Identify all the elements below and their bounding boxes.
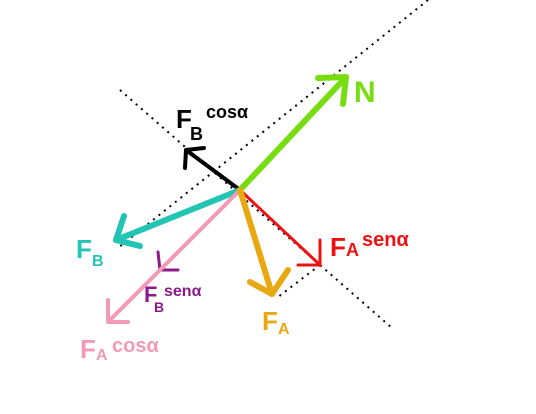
normal-label: N: [354, 76, 376, 109]
svg-text:F: F: [76, 234, 92, 264]
svg-text:F: F: [144, 282, 157, 307]
fa-cos-arrow: [106, 188, 242, 324]
fb-label: F B: [76, 234, 104, 270]
svg-text:senα: senα: [164, 283, 202, 300]
svg-text:B: B: [92, 253, 104, 270]
fa-sin-label: F A senα: [330, 229, 409, 262]
fb-arrow: [113, 187, 243, 249]
svg-text:F: F: [80, 334, 96, 364]
svg-text:F: F: [176, 104, 192, 134]
axis-along-incline: [117, 0, 429, 249]
svg-text:B: B: [190, 124, 203, 144]
fb-sin-label: F B senα: [144, 282, 202, 315]
axis-perpendicular: [119, 89, 393, 329]
svg-text:B: B: [154, 299, 164, 315]
fb-cos-label: F B cosα: [176, 102, 248, 144]
svg-text:senα: senα: [362, 229, 409, 251]
fb-cos-arrow: [183, 146, 242, 192]
fa-cos-label: F A cosα: [80, 334, 159, 364]
svg-text:A: A: [346, 240, 359, 260]
svg-text:cosα: cosα: [206, 102, 248, 122]
svg-text:F: F: [262, 306, 278, 336]
svg-text:F: F: [330, 232, 346, 262]
fa-label: F A: [262, 306, 290, 338]
fa-sin-arrow: [238, 188, 322, 267]
fa-arrow: [237, 187, 291, 297]
normal-force-arrow: [237, 74, 349, 193]
svg-text:cosα: cosα: [112, 335, 159, 357]
svg-text:A: A: [96, 347, 108, 364]
projection-fa-sin: [277, 264, 321, 298]
svg-text:A: A: [278, 321, 290, 338]
